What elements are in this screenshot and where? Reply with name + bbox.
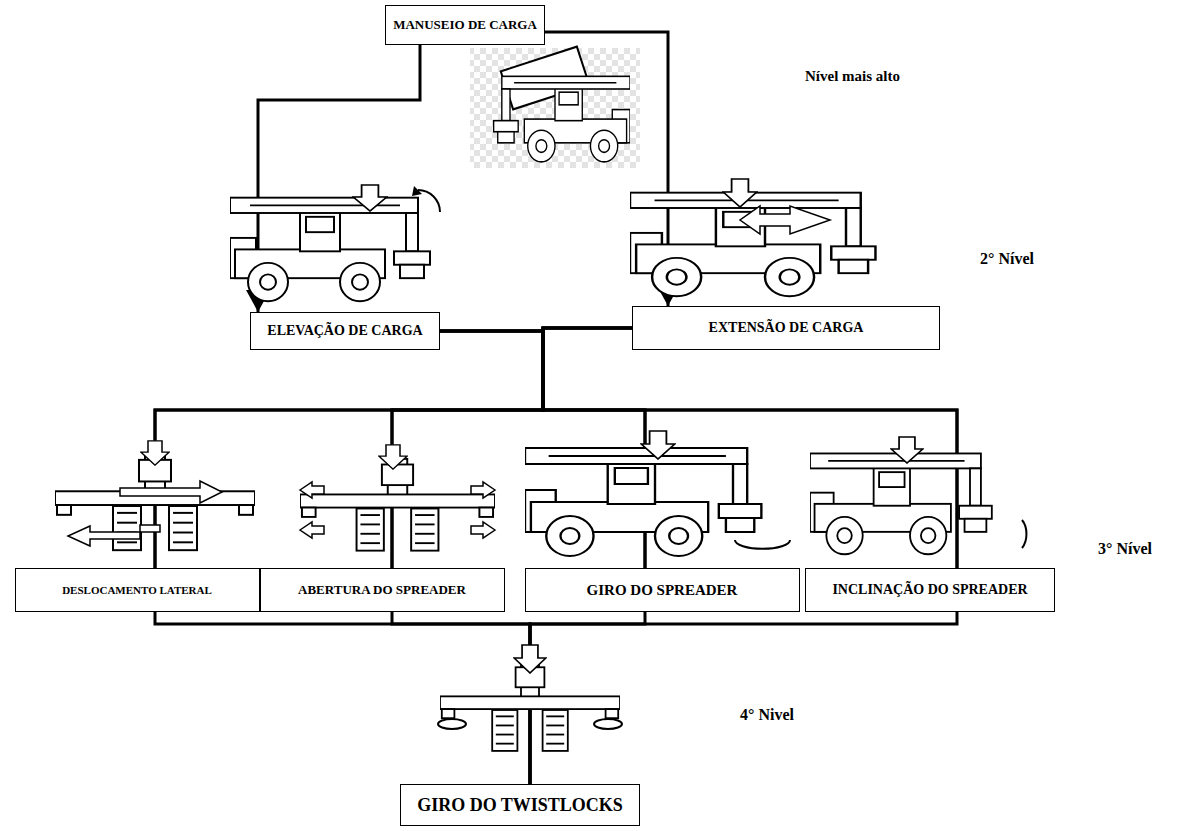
process-box: INCLINAÇÃO DO SPREADER [805, 568, 1055, 612]
process-box: ABERTURA DO SPREADER [260, 568, 505, 612]
motion-arrow [353, 185, 387, 211]
reachstacker-figure [810, 453, 992, 554]
reachstacker-figure [525, 448, 761, 556]
box-label: EXTENSÃO DE CARGA [709, 320, 864, 336]
level-label: 3° Nível [1098, 540, 1152, 558]
reachstacker-figure [630, 193, 875, 296]
open-arrow [300, 482, 324, 498]
level-label: 4° Nivel [740, 706, 794, 724]
reachstacker-figure [494, 76, 630, 162]
process-box: DESLOCAMENTO LATERAL [15, 568, 260, 612]
process-box: GIRO DO SPREADER [525, 568, 800, 612]
double-arrow [740, 206, 830, 234]
top-reachstacker-image [470, 47, 640, 168]
connector-line [155, 331, 543, 568]
side-shift-arrow [68, 525, 160, 546]
reachstacker-figure [230, 198, 430, 301]
spreader-front-figure [440, 662, 620, 751]
motion-arrow [891, 437, 923, 463]
box-label: MANUSEIO DE CARGA [393, 17, 537, 33]
box-label: ABERTURA DO SPREADER [298, 582, 466, 598]
twistlock-rotation [438, 719, 466, 729]
spreader-front-figure [55, 454, 255, 550]
rotation-arrow [735, 540, 790, 549]
box-label: GIRO DO SPREADER [587, 582, 738, 599]
motion-arrow [723, 179, 757, 207]
motion-arrow [141, 441, 169, 465]
box-label: DESLOCAMENTO LATERAL [62, 584, 212, 596]
process-box: GIRO DO TWISTLOCKS [400, 784, 640, 826]
box-label: INCLINAÇÃO DO SPREADER [832, 582, 1027, 598]
motion-arrow [641, 431, 675, 459]
level-label: Nível mais alto [805, 68, 900, 85]
open-arrow [471, 522, 495, 538]
process-box: ELEVAÇÃO DE CARGA [250, 312, 440, 350]
twistlock-rotation [594, 719, 622, 729]
spreader-front-figure [300, 459, 495, 551]
box-label: ELEVAÇÃO DE CARGA [267, 323, 422, 339]
side-shift-arrow [120, 481, 222, 503]
motion-arrow [379, 445, 407, 469]
level-label: 2° Nível [980, 250, 1034, 268]
open-arrow [471, 482, 495, 498]
open-arrow [300, 522, 324, 538]
arrow-tip [412, 186, 422, 196]
box-label: GIRO DO TWISTLOCKS [417, 795, 623, 816]
motion-arrow [514, 645, 546, 673]
process-box: EXTENSÃO DE CARGA [632, 306, 940, 350]
process-box: MANUSEIO DE CARGA [385, 5, 545, 45]
tilt-arrow [1022, 520, 1026, 548]
